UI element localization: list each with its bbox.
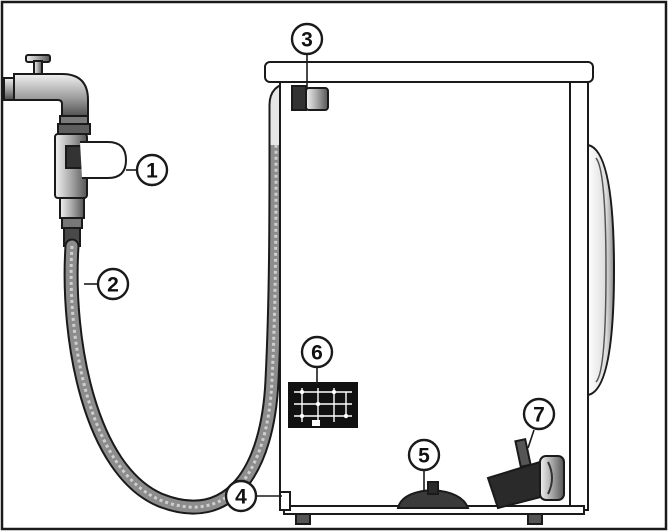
callout-3: 3 [290,22,324,56]
callout-1: 1 [135,153,169,187]
callout-6-label: 6 [311,342,323,365]
inlet-valve-connector [54,133,128,247]
callout-3-label: 3 [301,29,313,52]
drain-pump-cap [396,481,470,509]
washing-machine [264,61,616,525]
callout-2: 2 [96,267,130,301]
callout-4-label: 4 [235,486,247,509]
callout-7: 7 [522,397,556,431]
callout-5: 5 [407,438,441,472]
callout-2-label: 2 [107,274,119,297]
hose-holder-clip [279,491,291,511]
drain-pump-assembly [486,438,565,510]
callout-5-label: 5 [418,445,430,468]
water-tap [3,54,91,135]
callout-4: 4 [224,479,258,513]
leader-lines [84,55,535,497]
callout-1-label: 1 [146,160,158,183]
wiring-diagram-label [288,382,358,428]
callout-7-label: 7 [533,404,545,427]
machine-inlet-connector [291,85,329,111]
callout-6: 6 [300,335,334,369]
